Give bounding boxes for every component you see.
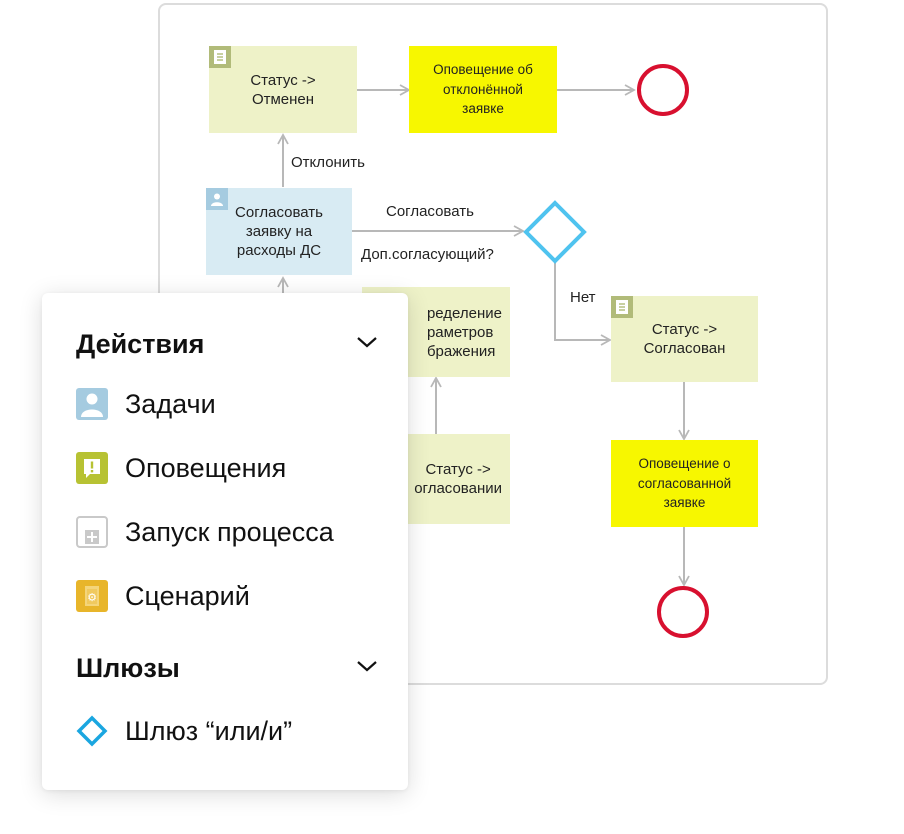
node-label: Статус -> огласовании xyxy=(414,461,502,497)
node-label: Статус -> Согласован xyxy=(643,321,726,357)
element-palette: Действия Задачи Оповещения Запуск процес… xyxy=(42,293,408,790)
script-task-icon xyxy=(209,46,231,68)
end-event-bottom[interactable] xyxy=(657,586,709,638)
section-title: Шлюзы xyxy=(76,653,180,683)
palette-item-label: Оповещения xyxy=(125,452,287,483)
flow-label-extra-approver: Доп.согласующий? xyxy=(361,246,494,263)
palette-item-gateway[interactable]: Шлюз “или/и” xyxy=(75,714,292,748)
notification-icon xyxy=(75,451,109,485)
gateway-icon xyxy=(75,714,109,748)
end-event-top[interactable] xyxy=(637,64,689,116)
node-task-approve[interactable]: Согласовать заявку на расходы ДС xyxy=(206,188,352,275)
flow-label-approve: Согласовать xyxy=(386,203,474,220)
chevron-down-icon[interactable] xyxy=(356,335,378,354)
node-status-cancelled[interactable]: Статус -> Отменен xyxy=(209,46,357,133)
section-gateways-header[interactable]: Шлюзы xyxy=(76,653,378,684)
node-label: Оповещение об отклонённой заявке xyxy=(433,62,533,117)
flow-label-no: Нет xyxy=(570,289,596,306)
node-label: Согласовать заявку на расходы ДС xyxy=(235,204,323,259)
section-actions-header[interactable]: Действия xyxy=(76,329,378,360)
node-status-approved[interactable]: Статус -> Согласован xyxy=(611,296,758,382)
subprocess-icon xyxy=(75,515,109,549)
flow-label-reject: Отклонить xyxy=(291,154,365,171)
palette-item-label: Запуск процесса xyxy=(125,516,334,547)
section-title: Действия xyxy=(76,329,205,359)
node-label: ределение раметров бражения xyxy=(426,304,502,360)
chevron-down-icon[interactable] xyxy=(356,659,378,678)
node-notify-rejected[interactable]: Оповещение об отклонённой заявке xyxy=(409,46,557,133)
script-icon: ⚙ xyxy=(75,579,109,613)
script-task-icon xyxy=(611,296,633,318)
node-label: Оповещение о согласованной заявке xyxy=(637,456,732,511)
palette-item-label: Шлюз “или/и” xyxy=(125,715,293,746)
user-task-icon xyxy=(206,188,228,210)
palette-item-notifications[interactable]: Оповещения xyxy=(75,451,286,485)
palette-item-label: Задачи xyxy=(125,388,216,419)
palette-item-label: Сценарий xyxy=(125,580,250,611)
palette-item-tasks[interactable]: Задачи xyxy=(75,387,216,421)
svg-text:⚙: ⚙ xyxy=(87,591,97,604)
user-task-icon xyxy=(75,387,109,421)
palette-item-start-process[interactable]: Запуск процесса xyxy=(75,515,334,549)
palette-item-script[interactable]: ⚙ Сценарий xyxy=(75,579,250,613)
node-label: Статус -> Отменен xyxy=(250,71,316,108)
node-notify-approved[interactable]: Оповещение о согласованной заявке xyxy=(611,440,758,527)
